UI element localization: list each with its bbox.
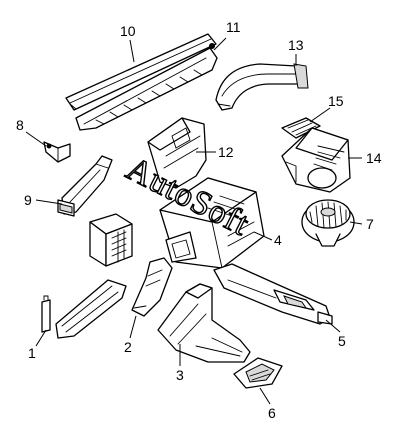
leader-lines: [25, 37, 363, 405]
leader-7: [349, 221, 363, 225]
leader-5: [325, 319, 341, 333]
leader-10: [129, 39, 135, 63]
callout-13: 13: [288, 37, 304, 53]
callout-4: 4: [274, 232, 282, 248]
part-6-vent-outlet: [233, 357, 283, 389]
callout-8: 8: [16, 117, 24, 133]
part-11-defroster-duct: [75, 43, 218, 131]
part-1-rear-duct: [41, 279, 127, 339]
callout-10: 10: [120, 23, 136, 39]
part-14-blower-housing: [281, 127, 351, 193]
part-13-side-duct: [215, 63, 309, 111]
callout-1: 1: [28, 345, 36, 361]
callout-12: 12: [218, 144, 234, 160]
callout-labels: 10 11 13 15 14 7 8 9 12 4 5 1 2 3 6: [16, 19, 382, 421]
callout-11: 11: [226, 19, 241, 35]
callout-15: 15: [328, 93, 344, 109]
part-8-clip-sensor: [43, 141, 71, 163]
part-5-floor-duct: [213, 263, 333, 325]
part-2-floor-duct-piece: [131, 257, 173, 317]
leader-15: [309, 107, 331, 123]
callout-6: 6: [268, 405, 276, 421]
callout-7: 7: [366, 216, 374, 232]
leader-11: [213, 37, 227, 51]
part-7-blower-motor: [301, 199, 355, 247]
leader-1: [35, 329, 47, 347]
callout-2: 2: [124, 339, 132, 355]
leader-9: [35, 199, 63, 205]
part-10-defroster-bar: [65, 33, 217, 111]
part-9-small-duct: [57, 155, 113, 217]
part-3-center-floor-duct: [157, 283, 251, 363]
part-15-filter-plate: [281, 117, 321, 139]
leader-2: [129, 315, 137, 339]
callout-14: 14: [366, 150, 382, 166]
callout-3: 3: [176, 367, 184, 383]
callout-9: 9: [24, 192, 32, 208]
part-12-vertical-duct: [147, 117, 207, 189]
leader-4: [253, 231, 273, 241]
leader-6: [259, 387, 271, 405]
leader-8: [25, 131, 47, 147]
cabin-filter-cube: [89, 213, 133, 267]
callout-5: 5: [338, 333, 346, 349]
